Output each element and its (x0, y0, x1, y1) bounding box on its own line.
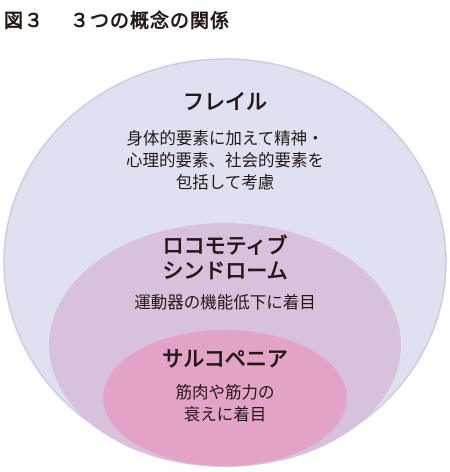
frailty-description-line: 包括して考慮 (175, 173, 275, 192)
frailty-description-line: 心理的要素、社会的要素を (126, 151, 324, 170)
sarcopenia-description-line: 衰えに着目 (183, 405, 267, 424)
locomotive-syndrome-heading: ロコモティブ シンドローム (0, 234, 450, 284)
locomotive-syndrome-heading-line: シンドローム (162, 259, 288, 283)
locomotive-syndrome-description: 運動器の機能低下に着目 (134, 293, 316, 312)
sarcopenia-description: 筋肉や筋力の 衰えに着目 (0, 382, 450, 426)
sarcopenia-heading: サルコペニア (162, 347, 288, 371)
frailty-description-line: 身体的要素に加えて精神・ (126, 129, 324, 148)
figure-number: 図３ (4, 10, 45, 32)
sarcopenia-description-line: 筋肉や筋力の (175, 383, 275, 402)
figure-title: 図３ ３つの概念の関係 (4, 6, 230, 33)
sarcopenia-ellipse (103, 330, 347, 466)
locomotive-syndrome-heading-line: ロコモティブ (162, 234, 288, 258)
frailty-description: 身体的要素に加えて精神・ 心理的要素、社会的要素を 包括して考慮 (0, 128, 450, 194)
figure-caption: ３つの概念の関係 (70, 10, 231, 32)
frailty-heading: フレイル (183, 90, 267, 114)
